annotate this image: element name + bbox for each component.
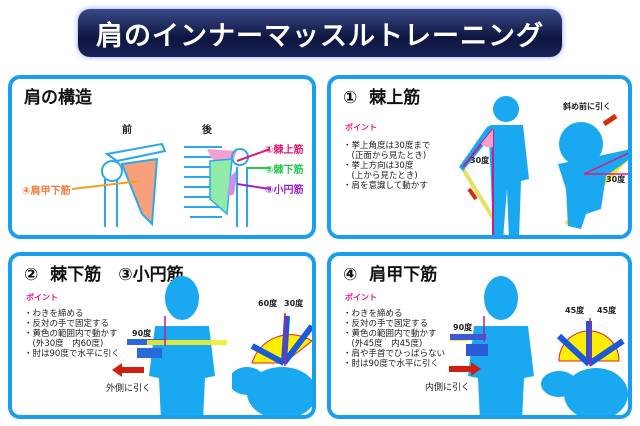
front-shoulder-illustration <box>101 142 167 227</box>
elbow-angle-label: 90度 <box>453 323 473 332</box>
label-infraspinatus: ②棘下筋 <box>265 165 304 176</box>
elbow-angle-label: 90度 <box>132 329 152 338</box>
label-subscapularis: ④肩甲下筋 <box>22 186 71 197</box>
back-shoulder-illustration <box>184 146 249 227</box>
angle-top-label: 30度 <box>606 175 626 184</box>
panel-title: ② 棘下筋 ③小円筋 <box>24 265 184 285</box>
top-view-figure-illustration <box>232 313 312 415</box>
panel-title: ① 棘上筋 <box>343 88 421 108</box>
page-title: 肩のインナーマッスルトレーニング <box>78 9 562 57</box>
panel-supraspinatus: ① 棘上筋 ポイント ・挙上角度は30度まで (正面から見たとき) ・挙上方向は… <box>327 75 632 239</box>
direction-label: 外側に引く <box>106 384 152 394</box>
angle-front-label: 30度 <box>470 156 490 165</box>
angle-b-label: 30度 <box>284 299 304 308</box>
direction-label: 斜め前に引く <box>563 102 611 111</box>
label-teres-minor: ③小円筋 <box>265 185 304 196</box>
panel-infraspinatus-teres-minor: ② 棘下筋 ③小円筋 ポイント ・わきを締める ・反対の手で固定する ・黄色の範… <box>8 252 316 419</box>
point-heading: ポイント <box>26 293 58 302</box>
point-bullets: ・わきを締める ・反対の手で固定する ・黄色の範囲内で動かす (外30度 内60… <box>24 309 120 359</box>
top-view-figure-illustration <box>558 114 628 229</box>
leader-lines-back <box>236 148 271 190</box>
point-heading: ポイント <box>345 123 377 132</box>
arrow-right-icon <box>449 362 481 376</box>
panel-title: ④ 肩甲下筋 <box>343 265 438 285</box>
back-label: 後 <box>202 125 212 136</box>
front-figure-illustration <box>127 276 227 415</box>
front-figure-illustration <box>450 276 534 415</box>
panel-subscapularis: ④ 肩甲下筋 ポイント ・わきを締める ・反対の手で固定する ・黄色の範囲内で動… <box>327 252 632 419</box>
front-figure-illustration <box>459 96 529 235</box>
front-label: 前 <box>122 125 132 136</box>
angle-b-label: 45度 <box>597 306 617 315</box>
point-bullets: ・挙上角度は30度まで (正面から見たとき) ・挙上方向は30度 (上から見たと… <box>343 141 431 191</box>
panel-title: 肩の構造 <box>24 88 92 108</box>
arrow-left-icon <box>112 363 144 377</box>
point-bullets: ・わきを締める ・反対の手で固定する ・黄色の範囲内で動かす (外45度 内45… <box>343 309 446 369</box>
orange-leader-line <box>72 180 141 190</box>
angle-a-label: 45度 <box>565 306 585 315</box>
panel-shoulder-structure: 肩の構造 前 後 ④肩甲下筋 ①棘上筋 ②棘下筋 ③小円筋 <box>8 75 316 239</box>
top-view-figure-illustration <box>541 318 628 415</box>
label-supraspinatus: ①棘上筋 <box>265 145 304 156</box>
point-heading: ポイント <box>345 293 377 302</box>
direction-label: 内側に引く <box>425 383 471 393</box>
angle-a-label: 60度 <box>258 299 278 308</box>
